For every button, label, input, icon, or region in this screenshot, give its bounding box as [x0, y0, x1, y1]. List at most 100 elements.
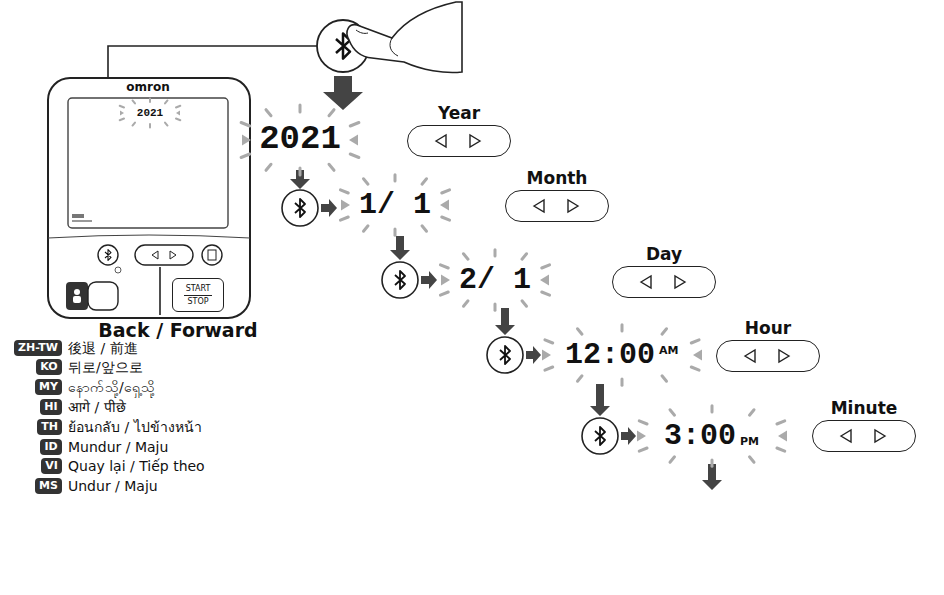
- bluetooth-button: [282, 190, 618, 454]
- language-code-text: MY: [39, 380, 58, 393]
- blink-tick: [639, 448, 647, 451]
- blink-tick: [394, 175, 397, 181]
- back-forward-button: Hour: [716, 340, 820, 372]
- lcd-reading: 2/ 1: [459, 263, 531, 298]
- blink-tick: [442, 217, 450, 220]
- blink-tick: [165, 100, 168, 103]
- blink-tick: [711, 406, 714, 412]
- blink-tick: [442, 190, 450, 193]
- blink-head: [440, 200, 449, 211]
- blink-head: [120, 111, 124, 116]
- blink-tick: [578, 376, 583, 381]
- language-code-text: MS: [39, 479, 58, 492]
- step-heading: Day: [646, 244, 682, 264]
- back-forward-button: Year: [407, 125, 511, 157]
- control-name: Back / Forward: [98, 320, 257, 342]
- arrow-symbols: [811, 419, 915, 451]
- monitor-device: [48, 78, 250, 318]
- blink-tick: [329, 164, 334, 170]
- blink-tick: [670, 410, 675, 415]
- blink-tick: [149, 99, 151, 103]
- lcd-indicator: PM: [740, 436, 759, 449]
- blink-tick: [691, 340, 699, 343]
- translation: နောက်သို့/ရှေ့သို့: [68, 379, 155, 395]
- blink-head: [341, 200, 350, 211]
- translation: Mundur / Maju: [68, 439, 168, 455]
- translation: Undur / Maju: [68, 478, 158, 494]
- lcd-reading: 3:00: [664, 419, 736, 454]
- blink-tick: [266, 110, 271, 116]
- language-code-text: ZH-TW: [18, 341, 58, 354]
- language-code-text: ID: [44, 440, 57, 453]
- blink-tick: [691, 367, 699, 370]
- arrow-symbols: [611, 265, 715, 297]
- back-forward-button: Month: [505, 190, 609, 222]
- step-heading: Minute: [831, 398, 898, 418]
- back-forward-button: Minute: [812, 420, 916, 452]
- blink-head: [349, 135, 358, 146]
- language-code: ZH-TW: [14, 340, 62, 356]
- blink-tick: [494, 250, 497, 256]
- flow-arrow: [321, 199, 636, 445]
- language-code: HI: [40, 399, 62, 415]
- blink-head: [693, 350, 702, 361]
- language-code: KO: [36, 359, 62, 375]
- language-code: MY: [35, 379, 62, 395]
- blink-tick: [120, 106, 124, 108]
- blink-tick: [440, 265, 448, 268]
- blink-tick: [394, 229, 397, 235]
- language-code: MS: [35, 478, 62, 494]
- flow-arrow: [290, 170, 722, 490]
- blink-head: [176, 111, 180, 116]
- blink-marks: [120, 99, 787, 467]
- button-label: START: [183, 283, 214, 295]
- lcd-indicator: AM: [659, 345, 678, 358]
- blink-tick: [542, 292, 550, 295]
- blink-tick: [494, 304, 497, 310]
- blink-tick: [364, 179, 369, 184]
- blink-tick: [176, 119, 180, 121]
- blink-tick: [662, 329, 667, 334]
- back-forward-button: Day: [612, 266, 716, 298]
- translation: Quay lại / Tiếp theo: [68, 458, 205, 474]
- blink-tick: [522, 254, 527, 259]
- translation: 後退 / 前進: [68, 340, 138, 356]
- blink-tick: [241, 123, 250, 127]
- button-label: STOP: [184, 295, 211, 308]
- blink-tick: [545, 367, 553, 370]
- blink-tick: [422, 179, 427, 184]
- blink-tick: [777, 421, 785, 424]
- blink-head: [242, 135, 251, 146]
- arrow-symbols: [406, 124, 510, 156]
- blink-tick: [662, 376, 667, 381]
- blink-tick: [176, 106, 180, 108]
- blink-tick: [621, 379, 624, 385]
- blink-tick: [350, 123, 359, 127]
- language-code: VI: [41, 458, 62, 474]
- language-code: TH: [37, 419, 62, 435]
- blink-tick: [621, 325, 624, 331]
- lcd-reading: 12:00: [565, 338, 655, 373]
- blink-tick: [133, 123, 136, 126]
- blink-head: [778, 431, 787, 442]
- blink-tick: [639, 421, 647, 424]
- blink-tick: [299, 105, 302, 112]
- blink-tick: [750, 410, 755, 415]
- step-heading: Year: [438, 103, 480, 123]
- blink-tick: [464, 254, 469, 259]
- blink-tick: [670, 457, 675, 462]
- blink-head: [637, 431, 646, 442]
- lcd-reading: 1/ 1: [359, 188, 431, 223]
- language-code-text: TH: [41, 420, 58, 433]
- brand-name: omron: [126, 81, 169, 95]
- language-code-text: HI: [44, 400, 57, 413]
- blink-tick: [329, 110, 334, 116]
- blink-tick: [542, 265, 550, 268]
- blink-tick: [340, 217, 348, 220]
- blink-tick: [522, 301, 527, 306]
- blink-tick: [440, 292, 448, 295]
- blink-tick: [422, 226, 427, 231]
- blink-tick: [165, 123, 168, 126]
